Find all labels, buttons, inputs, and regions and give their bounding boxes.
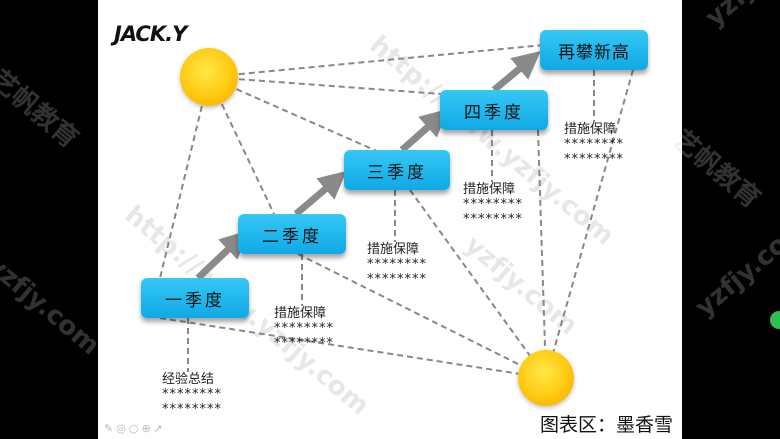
watermark: yzfjy.com (0, 250, 106, 362)
line-q2-to-sun-bottom (297, 253, 547, 379)
slide: http://www.yzfjy.com http://www.yzfjy.co… (98, 0, 682, 439)
arrow-q3-to-q4 (399, 108, 449, 153)
line-q3-to-sun-bottom (409, 189, 547, 379)
diagram-lines (159, 35, 639, 379)
line-q4-to-sun-bottom (537, 129, 547, 379)
arrow-q4-to-new-high (491, 51, 541, 93)
note-line: ******** (463, 197, 523, 212)
note-line: ******** (564, 152, 624, 167)
arrow-q2-to-q3 (293, 170, 347, 217)
note-q1: 经验总结 ******** ******** (162, 372, 222, 417)
note-title: 措施保障 (463, 182, 516, 197)
logo: JACK.Y (114, 22, 187, 46)
note-line: ******** (564, 137, 624, 152)
note-title: 措施保障 (564, 122, 617, 137)
step-box-new-high[interactable]: 再攀新高 (540, 30, 648, 70)
note-line: ******** (162, 402, 222, 417)
note-new-high: 措施保障 ******** ******** (564, 122, 624, 167)
chart-area-caption: 图表区：墨香雪 (540, 414, 674, 436)
note-line: ******** (367, 257, 427, 272)
arrow-q1-to-q2 (195, 230, 249, 281)
note-q3: 措施保障 ******** ******** (367, 242, 427, 287)
note-line: ******** (162, 387, 222, 402)
line-sun-top-to-q3 (208, 76, 389, 157)
slideshow-toolbar[interactable]: ✎◎○⊕➚ (104, 422, 166, 435)
line-q1-to-sun-bottom (159, 317, 547, 379)
circle-icon[interactable]: ○ (128, 422, 142, 435)
watermark: yzfjy (700, 0, 772, 33)
pen-icon[interactable]: ✎ (104, 422, 117, 435)
line-sun-top-to-q1 (159, 76, 210, 279)
step-box-q4[interactable]: 四季度 (440, 90, 548, 130)
note-title: 经验总结 (162, 372, 215, 387)
watermark: yzfjy.com (690, 211, 780, 323)
note-q4: 措施保障 ******** ******** (463, 182, 523, 227)
note-line: ******** (367, 272, 427, 287)
zoom-icon[interactable]: ⊕ (141, 422, 154, 435)
line-sun-top-to-q4 (208, 76, 497, 99)
pointer-icon[interactable]: ➚ (153, 422, 166, 435)
note-line: ******** (274, 321, 334, 336)
step-box-q3[interactable]: 三季度 (344, 150, 450, 190)
note-line: ******** (274, 336, 334, 351)
watermark: 艺帆教育 (0, 64, 84, 155)
step-box-q2[interactable]: 二季度 (238, 214, 346, 254)
note-title: 措施保障 (274, 306, 327, 321)
step-box-q1[interactable]: 一季度 (141, 278, 249, 318)
note-line: ******** (463, 212, 523, 227)
sun-circle-bottom (518, 350, 574, 406)
target-icon[interactable]: ◎ (116, 422, 129, 435)
line-sun-top-to-new-high (208, 35, 639, 78)
side-handle[interactable] (770, 311, 780, 329)
sun-circle-top (180, 48, 238, 106)
note-q2: 措施保障 ******** ******** (274, 306, 334, 351)
note-title: 措施保障 (367, 242, 420, 257)
line-new-high-to-sun-bottom (545, 69, 634, 379)
